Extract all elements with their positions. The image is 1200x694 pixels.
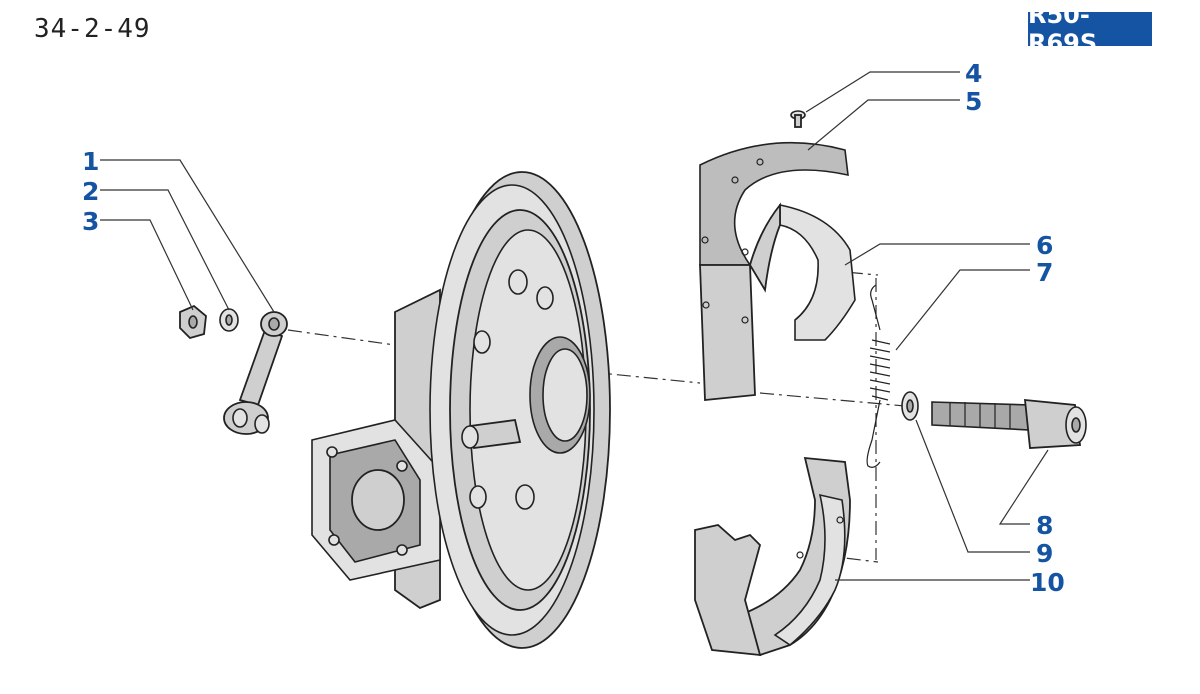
part-4-rivet <box>790 110 806 128</box>
callout-2: 2 <box>82 177 99 206</box>
part-1-lever-eye <box>260 311 288 337</box>
part-8-brake-cam <box>931 398 1087 449</box>
upper-brake-shoe <box>699 202 856 401</box>
callout-10: 10 <box>1030 568 1065 597</box>
part-7-return-spring <box>866 284 891 468</box>
callout-3: 3 <box>82 207 99 236</box>
callout-labels: 1 2 3 4 5 6 7 8 9 10 <box>82 59 1065 597</box>
part-2-washer <box>219 308 239 332</box>
callout-6: 6 <box>1036 231 1053 260</box>
part-3-nut <box>179 304 207 340</box>
leader-lines <box>100 71 1049 581</box>
part-9-washer <box>901 391 919 421</box>
callout-1: 1 <box>82 147 99 176</box>
callout-4: 4 <box>965 59 982 88</box>
callout-7: 7 <box>1036 258 1053 287</box>
bolt-group <box>461 269 554 510</box>
brake-backing-plate <box>311 171 611 649</box>
callout-8: 8 <box>1036 511 1053 540</box>
callout-9: 9 <box>1036 539 1053 568</box>
page-reference: 34-2-49 <box>34 14 151 44</box>
part-10-lower-brake-shoe <box>694 456 851 657</box>
callout-5: 5 <box>965 87 982 116</box>
part-5-brake-lining <box>699 141 849 266</box>
cam-lever <box>223 328 284 435</box>
